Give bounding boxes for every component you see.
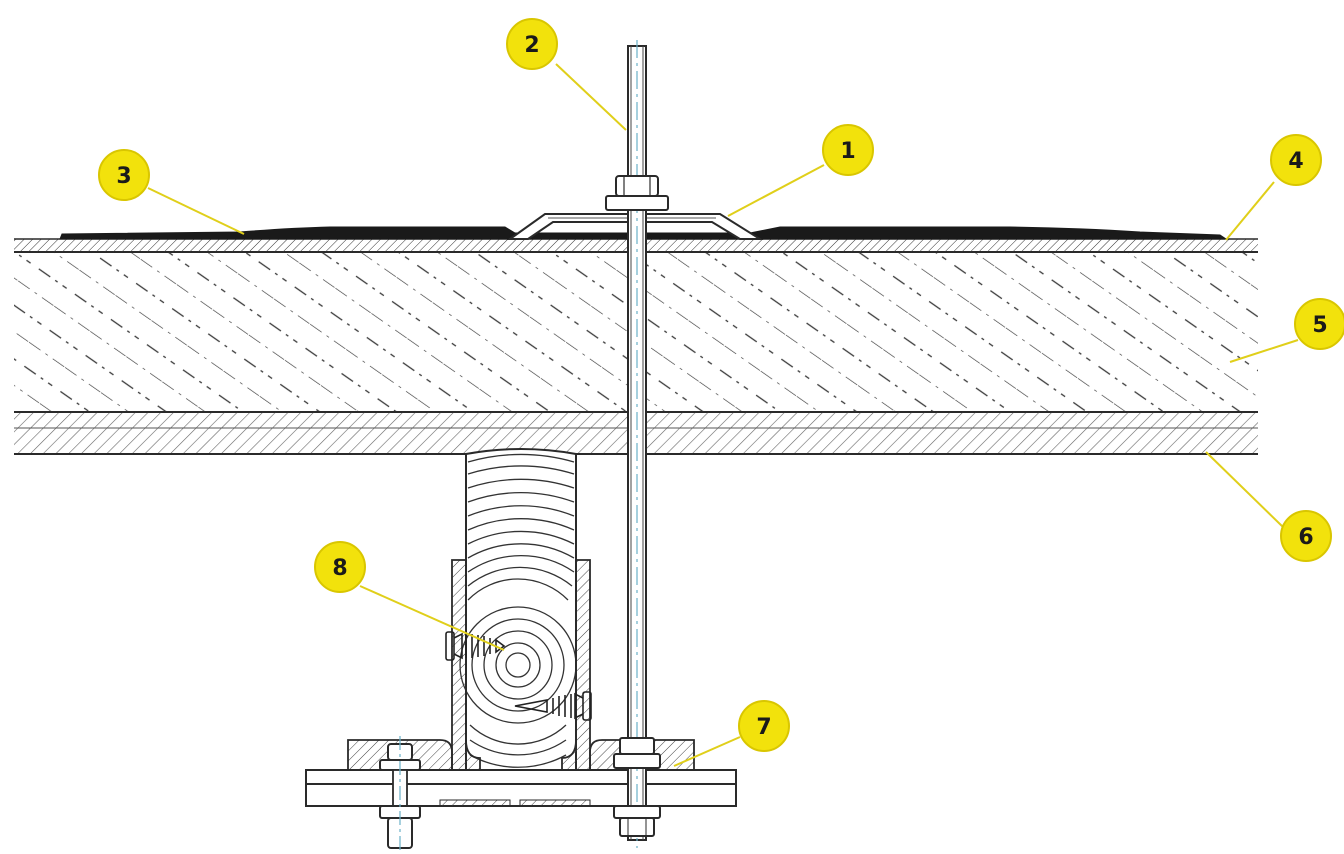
callout-6: 6 (1280, 510, 1332, 562)
timber-block (459, 448, 577, 771)
callout-label: 5 (1312, 313, 1327, 338)
wood-screw-lower (514, 691, 592, 721)
callout-circle (506, 18, 558, 70)
base-plate (305, 769, 737, 807)
leader-lines (147, 63, 1299, 767)
callout-circle (1294, 298, 1344, 350)
callout-label: 1 (840, 139, 855, 164)
rod-upper-nut (605, 175, 669, 211)
callout-label: 2 (524, 33, 539, 58)
callout-4: 4 (1270, 134, 1322, 186)
callout-1: 1 (822, 124, 874, 176)
callout-circle (1270, 134, 1322, 186)
callout-badges: 1 2 3 4 5 6 7 8 (98, 18, 1344, 752)
callout-circle (738, 700, 790, 752)
callout-8: 8 (314, 541, 366, 593)
callout-label: 3 (116, 164, 131, 189)
callout-circle (1280, 510, 1332, 562)
callout-circle (822, 124, 874, 176)
callout-5: 5 (1294, 298, 1344, 350)
callout-label: 8 (332, 556, 347, 581)
callout-label: 6 (1298, 525, 1313, 550)
callout-circle (98, 149, 150, 201)
callout-label: 4 (1288, 149, 1303, 174)
wood-screw-upper (445, 631, 506, 661)
callout-label: 7 (756, 715, 771, 740)
base-bolt (379, 736, 421, 852)
rod-lower-nuts (613, 737, 661, 837)
callout-3: 3 (98, 149, 150, 201)
callout-2: 2 (506, 18, 558, 70)
callout-7: 7 (738, 700, 790, 752)
callout-circle (314, 541, 366, 593)
threaded-rod (627, 40, 647, 848)
